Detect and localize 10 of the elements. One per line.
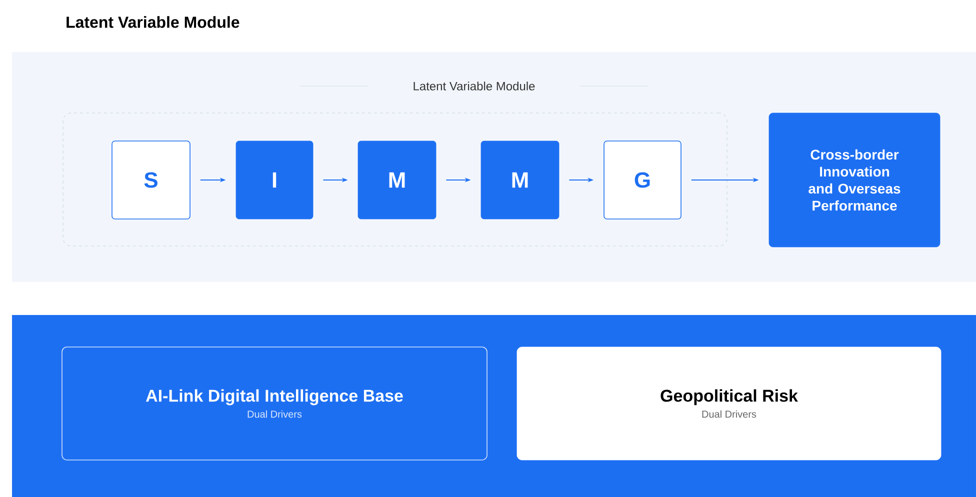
letter-box: M — [358, 140, 436, 220]
group-heading: Latent Variable Module — [414, 82, 535, 90]
driver-box: AI-Link Digital Intelligence Base Dual Drivers — [62, 346, 488, 460]
outcome-box: Cross-border Innovation and Overseas Performance — [768, 112, 940, 248]
driver-box: Geopolitical Risk Dual Drivers — [516, 346, 942, 460]
letter-box: I — [236, 140, 314, 220]
diagram-title: Latent Variable Module — [66, 16, 240, 28]
letter-box: S — [112, 140, 190, 220]
letter-box: M — [480, 140, 560, 220]
letter-box: G — [604, 140, 682, 220]
